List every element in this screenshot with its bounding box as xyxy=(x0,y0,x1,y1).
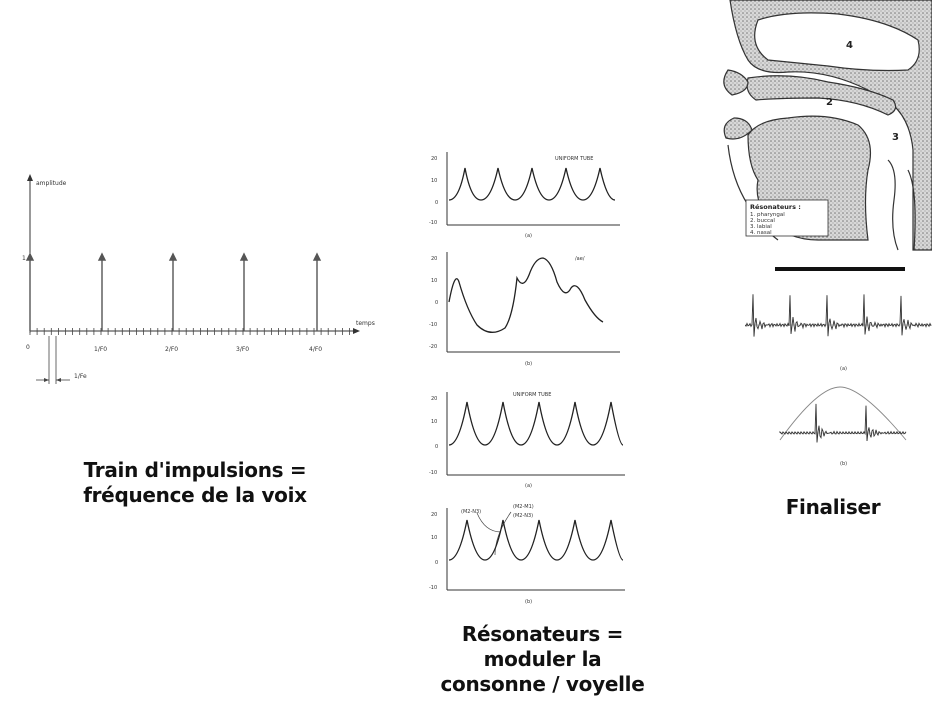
tick-label-3: 3/F0 xyxy=(236,346,249,353)
window-envelope xyxy=(779,386,907,441)
plot3-annotation: UNIFORM TUBE xyxy=(513,392,551,398)
tick-label-2: 2/F0 xyxy=(165,346,178,353)
output-waveform-periodic: (a) xyxy=(745,294,932,372)
plot1-ytick-2: 10 xyxy=(431,178,437,184)
plot4-annotation-c: (M2-N3) xyxy=(513,513,533,519)
plot1-annotation: UNIFORM TUBE xyxy=(555,156,593,162)
region-label-buccal: 2 xyxy=(826,97,833,108)
plot3-ytick-2: 10 xyxy=(431,419,437,425)
caption-finalize: Finaliser xyxy=(758,495,908,520)
impulse-one-label: 1 xyxy=(22,255,26,262)
plot4-ytick-1: 20 xyxy=(431,512,437,518)
impulse-x-axis-label: temps xyxy=(356,320,375,327)
period-label: 1/Fe xyxy=(74,373,87,380)
plot3-ytick-4: -10 xyxy=(429,470,437,476)
resonance-plots: 20 10 0 -10 UNIFORM TUBE (a) 20 10 0 -10… xyxy=(429,152,625,605)
plot3-ytick-1: 20 xyxy=(431,396,437,402)
caption-impulse-train: Train d'impulsions = fréquence de la voi… xyxy=(50,458,340,508)
resonance-plot-d: 20 10 0 -10 (M2-N3) (M2-M1) (M2-N3) (b) xyxy=(429,504,625,605)
tick-label-1: 1/F0 xyxy=(94,346,107,353)
legend-item-2: 2. buccal xyxy=(750,218,775,224)
plot4-ytick-3: 0 xyxy=(435,560,438,566)
plot2-ytick-5: -20 xyxy=(429,344,437,350)
plot2-ytick-2: 10 xyxy=(431,278,437,284)
resonance-plot-a: 20 10 0 -10 UNIFORM TUBE (a) xyxy=(429,152,620,239)
region-label-nasal: 4 xyxy=(846,40,853,51)
waveform-label-a: (a) xyxy=(840,366,847,372)
plot4-ytick-4: -10 xyxy=(429,585,437,591)
caption-resonators: Résonateurs = moduler la consonne / voye… xyxy=(420,622,665,697)
caption-middle-line-3: consonne / voyelle xyxy=(440,672,645,696)
caption-left-line-1: Train d'impulsions = xyxy=(83,458,307,482)
region-label-pharyngal: 3 xyxy=(892,132,899,143)
plot3-sublabel: (a) xyxy=(525,483,532,489)
impulse-y-axis-label: amplitude xyxy=(36,180,67,187)
plot1-ytick-4: -10 xyxy=(429,220,437,226)
plot1-sublabel: (a) xyxy=(525,233,532,239)
tick-label-4: 4/F0 xyxy=(309,346,322,353)
plot2-ytick-4: -10 xyxy=(429,322,437,328)
plot4-annotation-a: (M2-N3) xyxy=(461,509,481,515)
plot2-annotation: /ae/ xyxy=(575,256,585,262)
legend-item-4: 4. nasal xyxy=(750,230,772,236)
legend-title: Résonateurs : xyxy=(750,203,801,211)
plot4-annotation-b: (M2-M1) xyxy=(513,504,534,510)
caption-left-line-2: fréquence de la voix xyxy=(83,483,307,507)
plot2-sublabel: (b) xyxy=(525,361,532,367)
plot4-sublabel: (b) xyxy=(525,599,532,605)
caption-middle-line-2: moduler la xyxy=(483,647,602,671)
plot2-ytick-1: 20 xyxy=(431,256,437,262)
impulse-zero-label: 0 xyxy=(26,344,30,351)
plot4-ytick-2: 10 xyxy=(431,535,437,541)
legend-item-1: 1. pharyngal xyxy=(750,212,785,218)
plot1-ytick-1: 20 xyxy=(431,156,437,162)
separator-bar xyxy=(775,267,905,271)
legend-item-3: 3. labial xyxy=(750,224,772,230)
resonator-legend xyxy=(745,199,829,237)
plot2-ytick-3: 0 xyxy=(435,300,438,306)
impulse-train-diagram: amplitude temps 1 0 1/F0 2/F0 3/F0 4/F0 … xyxy=(22,174,375,384)
caption-middle-line-1: Résonateurs = xyxy=(461,622,624,646)
resonance-plot-b: 20 10 0 -10 -20 /ae/ (b) xyxy=(429,252,620,367)
resonance-plot-c: 20 10 0 -10 UNIFORM TUBE (a) xyxy=(429,392,625,489)
plot1-ytick-3: 0 xyxy=(435,200,438,206)
caption-right-line-1: Finaliser xyxy=(785,495,881,519)
plot3-ytick-3: 0 xyxy=(435,444,438,450)
output-waveform-windowed: (b) xyxy=(779,386,907,467)
waveform-label-b: (b) xyxy=(840,461,847,467)
vocal-tract-diagram: 4 2 3 Résonateurs : 1. pharyngal 2. bucc… xyxy=(723,0,932,251)
